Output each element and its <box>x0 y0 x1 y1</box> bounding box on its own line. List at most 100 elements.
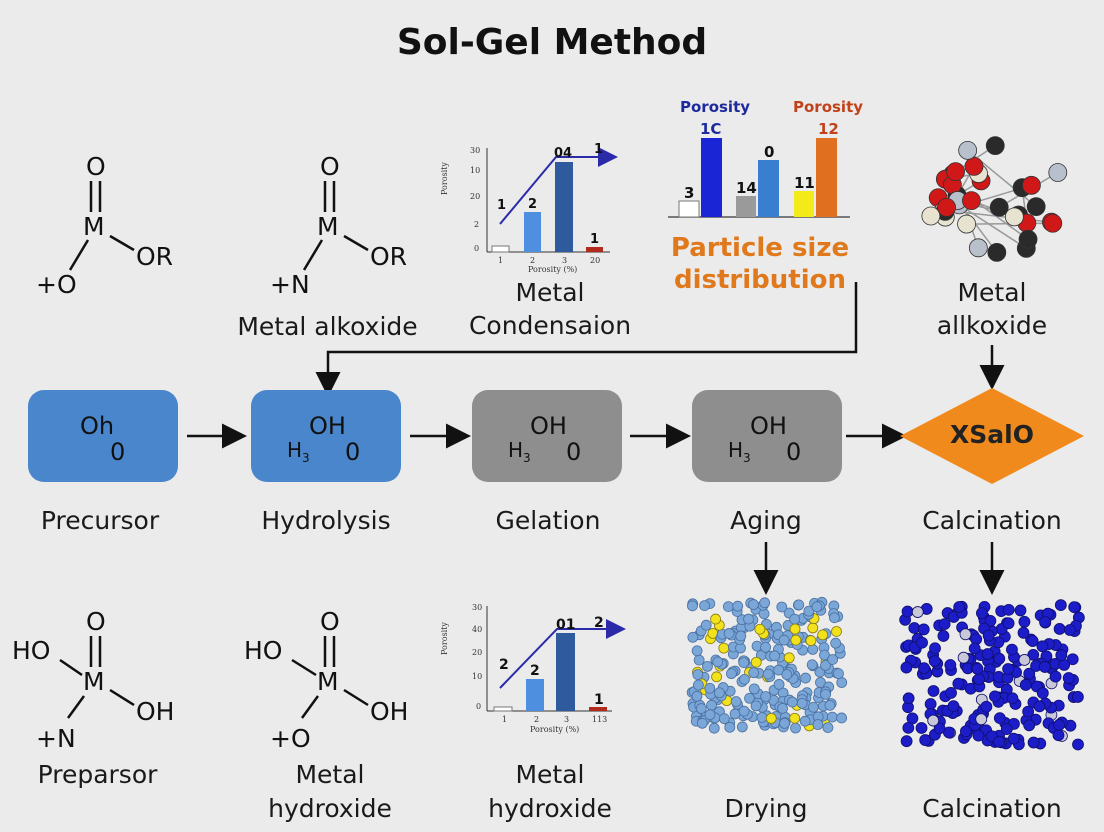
calcination-particle <box>928 655 941 667</box>
drying-particle <box>796 697 808 709</box>
calcination-particle <box>1036 640 1049 653</box>
molecule-atom <box>962 191 981 211</box>
bottom-chart-value-3: 01 <box>556 617 576 633</box>
calcination-particle <box>1062 672 1075 684</box>
top-chart-caption-1: Metal <box>515 278 585 307</box>
drying-particle <box>687 631 699 643</box>
drying-particle <box>793 599 805 611</box>
drying-particle <box>729 708 741 720</box>
calcination-particle <box>973 673 985 686</box>
porosity-bar-3 <box>736 196 756 217</box>
calcination-particle <box>952 677 965 690</box>
drying-particle <box>687 600 698 612</box>
drying-particle <box>807 622 819 634</box>
structure-1-top-o: O <box>86 152 106 181</box>
molecule-atom <box>958 140 978 160</box>
bottom-chart-value-4: 1 <box>594 692 604 708</box>
calcination-particle <box>1071 691 1084 703</box>
bottom-calcination-label: Calcination <box>922 794 1062 823</box>
calcination-particle <box>1017 626 1030 639</box>
drying-particle <box>831 626 842 637</box>
top-chart-bar-3 <box>555 162 573 252</box>
structure-1-substituent: +O <box>36 270 77 299</box>
molecule-atom <box>1048 163 1068 182</box>
calcination-particle <box>924 698 937 710</box>
calcination-particle <box>1023 719 1036 732</box>
calcination-particle <box>1054 599 1067 611</box>
drying-particle <box>744 692 755 704</box>
calcination-particle <box>1064 624 1076 636</box>
porosity-value-5: 11 <box>794 174 815 192</box>
drying-particle <box>789 712 801 724</box>
calcination-particle <box>980 700 993 713</box>
structure-4-metal: M <box>317 667 339 696</box>
calcination-particle <box>947 700 960 713</box>
calcination-particle <box>901 605 914 618</box>
bottom-chart-ylabel: Porosity <box>440 622 449 655</box>
drying-particle <box>807 644 819 655</box>
drying-particle <box>820 688 831 700</box>
drying-particle <box>696 717 708 729</box>
molecule-atom <box>957 214 976 234</box>
drying-particle <box>722 601 734 612</box>
calcination-particle <box>975 713 988 726</box>
porosity-legend-left: Porosity <box>680 98 751 116</box>
molecule-atom <box>985 136 1005 156</box>
top-right-label-2: allkoxide <box>936 311 1048 340</box>
aging-box-sub: 0 <box>786 438 802 466</box>
calcination-particle <box>993 652 1006 665</box>
bottom-chart-ytick-3: 20 <box>472 648 483 657</box>
porosity-value-4: 0 <box>764 143 775 161</box>
drying-particle <box>748 667 760 679</box>
aging-box-prefix: H3 <box>728 438 751 465</box>
porosity-bar-5 <box>794 191 814 217</box>
drying-particle <box>789 613 801 625</box>
drying-particle <box>718 642 730 654</box>
drying-particle <box>827 654 839 665</box>
drying-particle <box>713 687 725 699</box>
calcination-particle <box>917 623 930 636</box>
drying-particle <box>735 630 747 642</box>
bottom-chart-bar-2 <box>526 679 544 711</box>
calcination-particle <box>1052 729 1065 742</box>
bottom-chart-caption-2: hydroxide <box>488 794 612 823</box>
structure-3-label: Preparsor <box>37 760 158 789</box>
top-chart-value-2: 2 <box>528 197 538 212</box>
drying-particle <box>786 696 798 708</box>
flow-label-gelation: Gelation <box>495 506 601 535</box>
calcination-particle <box>1007 732 1020 745</box>
drying-particle <box>790 634 802 646</box>
structure-1-metal: M <box>83 212 105 241</box>
calcination-particle <box>1026 635 1039 647</box>
calcination-particle <box>937 630 950 642</box>
molecule-atom <box>987 242 1007 262</box>
drying-particle <box>756 712 768 723</box>
top-chart-xtick-2: 2 <box>530 256 536 265</box>
structure-4-substituent: +O <box>270 724 311 753</box>
calcination-particle <box>1053 623 1066 635</box>
bottom-chart-ytick-1: 30 <box>472 603 483 612</box>
drying-particle <box>789 623 801 635</box>
structure-3-oh: OH <box>136 697 175 726</box>
hydrolysis-box: H3 OH 0 <box>251 390 401 482</box>
drying-particle <box>743 613 754 625</box>
top-chart-xtick-1: 1 <box>498 256 504 265</box>
calcination-particle <box>1027 736 1040 749</box>
calcination-particle <box>945 687 957 699</box>
molecule-atom <box>1026 197 1046 216</box>
drying-particle <box>695 703 707 714</box>
molecule-atom <box>1018 229 1038 249</box>
bottom-chart-ytick-2: 40 <box>472 625 483 634</box>
structure-4-label-1: Metal <box>295 760 365 789</box>
drying-particle <box>754 623 766 635</box>
drying-particle <box>691 690 703 702</box>
drying-particle <box>762 668 774 680</box>
drying-particle <box>824 699 836 711</box>
calcination-particle <box>1072 738 1084 751</box>
top-chart-trend-line <box>499 147 618 225</box>
top-chart-value-3: 04 <box>554 146 573 161</box>
calcination-particle <box>981 648 994 660</box>
calcination-particle <box>916 636 928 649</box>
molecule-atom <box>989 197 1009 217</box>
